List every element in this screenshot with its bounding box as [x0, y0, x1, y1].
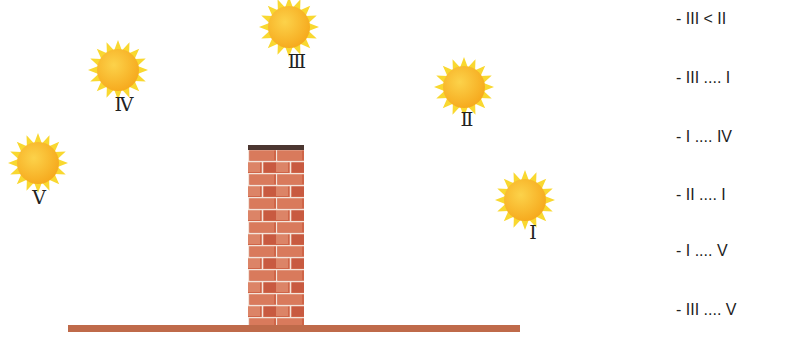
- sun-label: Ⅰ: [529, 223, 537, 242]
- sun-label: Ⅳ: [115, 95, 134, 114]
- sun-label: Ⅲ: [288, 52, 306, 71]
- ground-line: [68, 325, 520, 332]
- comparison-line: - I .... IV: [676, 129, 732, 145]
- comparison-line: - II .... I: [676, 187, 726, 203]
- sun-label: Ⅱ: [461, 110, 474, 129]
- comparison-line: - III < II: [676, 11, 726, 27]
- brick-wall: [248, 149, 304, 329]
- comparison-line: - III .... I: [676, 70, 730, 86]
- comparison-line: - I .... V: [676, 243, 728, 259]
- comparison-line: - III .... V: [676, 302, 736, 318]
- sun-label: Ⅴ: [32, 188, 46, 207]
